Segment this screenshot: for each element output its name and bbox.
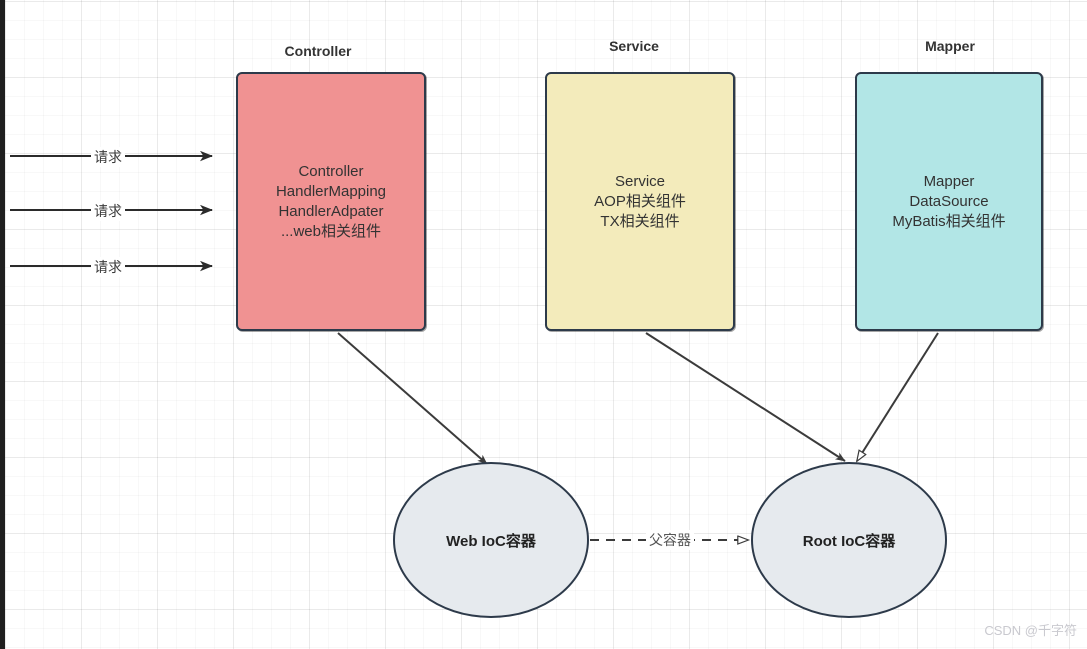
request-arrow-label-1: 请求 <box>91 147 125 167</box>
edge-service-to-root-ioc <box>645 332 846 462</box>
box-mapper[interactable]: Mapper DataSource MyBatis相关组件 <box>855 72 1043 331</box>
box-service[interactable]: Service AOP相关组件 TX相关组件 <box>545 72 735 331</box>
edge-mapper-to-root-ioc <box>857 332 939 461</box>
watermark: CSDN @千字符 <box>984 623 1077 638</box>
canvas-left-border <box>0 0 5 649</box>
box-service-body: Service AOP相关组件 TX相关组件 <box>594 172 686 230</box>
box-controller[interactable]: Controller HandlerMapping HandlerAdpater… <box>236 72 426 331</box>
edge-label-parent-container: 父容器 <box>646 530 694 550</box>
box-title-controller: Controller <box>284 43 352 59</box>
box-title-service: Service <box>609 38 659 54</box>
ellipse-web-ioc-label: Web IoC容器 <box>446 532 536 550</box>
request-arrow-label-3: 请求 <box>91 257 125 277</box>
ellipse-root-ioc-label: Root IoC容器 <box>802 532 896 550</box>
box-title-mapper: Mapper <box>925 38 975 54</box>
ellipse-root-ioc[interactable]: Root IoC容器 <box>751 462 947 618</box>
request-arrow-label-2: 请求 <box>91 201 125 221</box>
box-mapper-body: Mapper DataSource MyBatis相关组件 <box>892 172 1006 230</box>
ellipse-web-ioc[interactable]: Web IoC容器 <box>393 462 589 618</box>
edge-controller-to-web-ioc <box>337 332 488 465</box>
box-controller-body: Controller HandlerMapping HandlerAdpater… <box>275 162 387 240</box>
